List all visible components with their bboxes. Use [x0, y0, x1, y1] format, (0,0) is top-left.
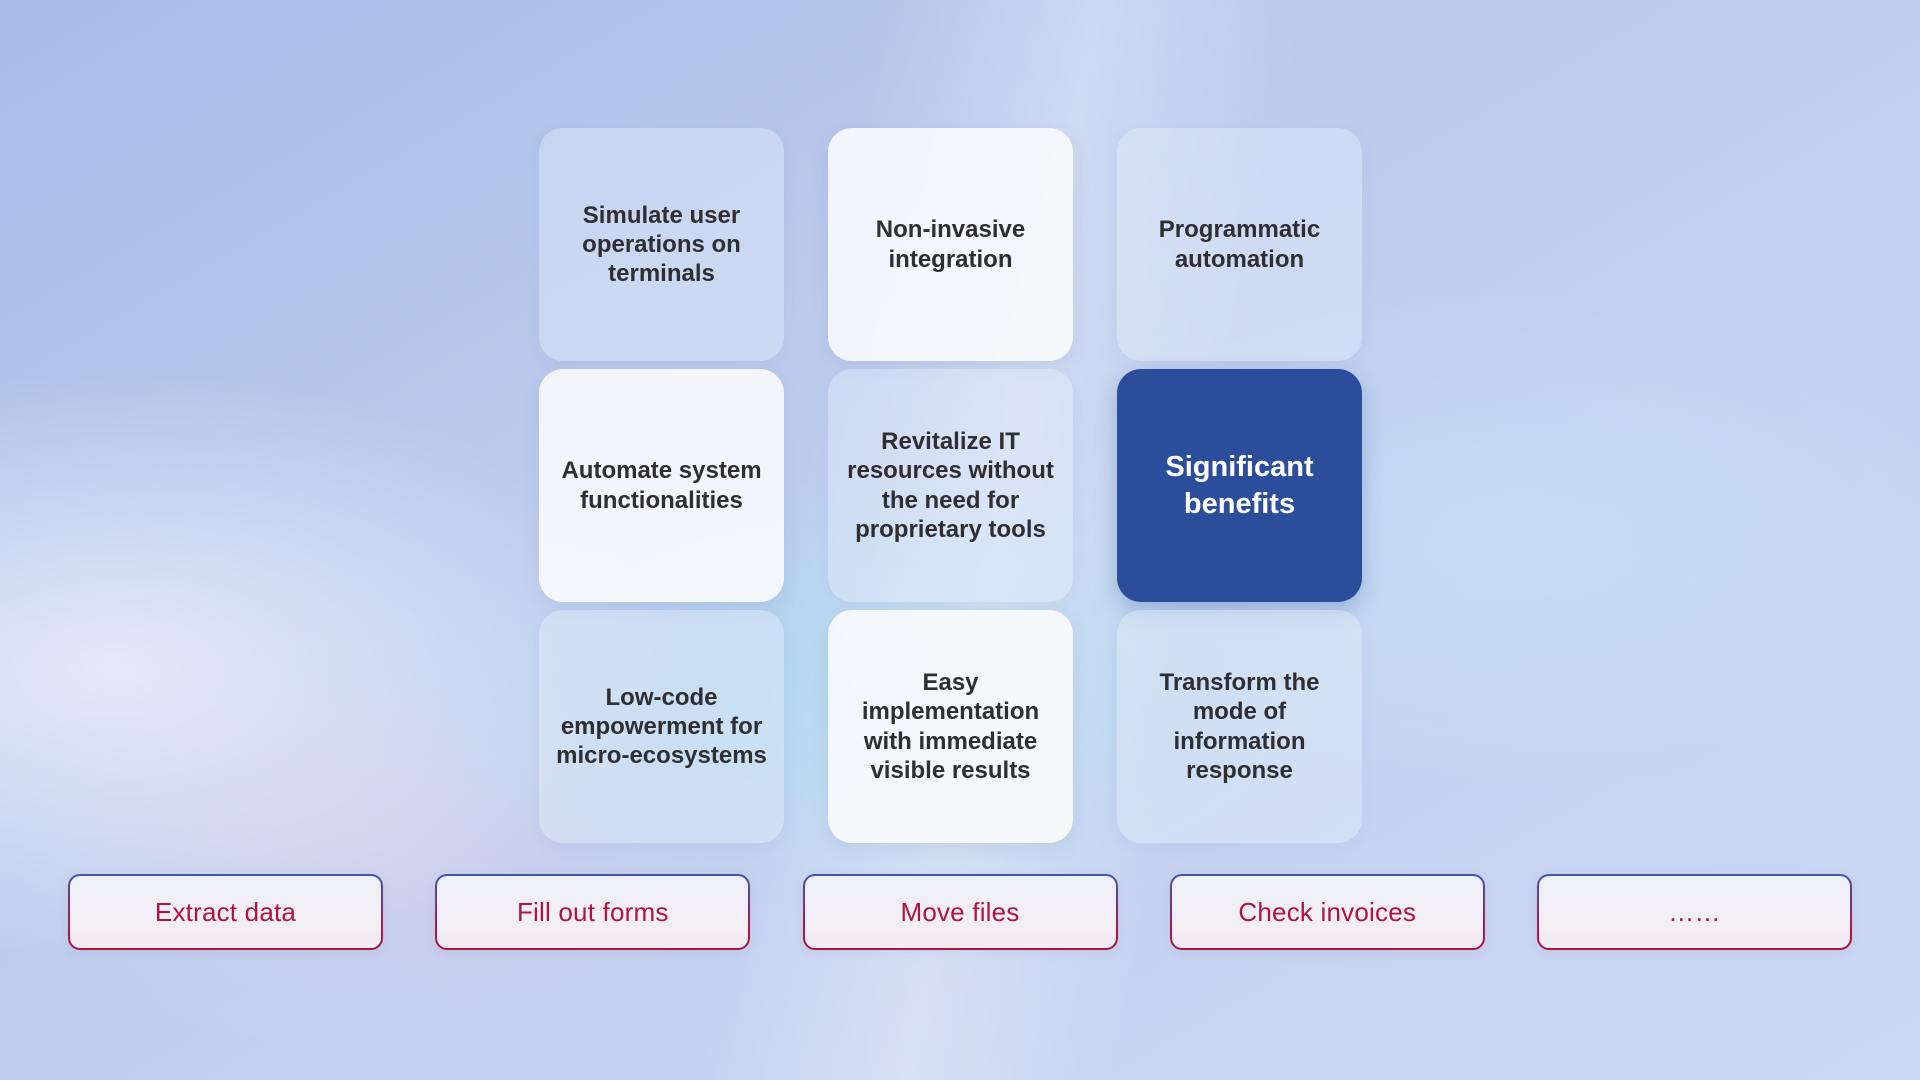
move-files-button[interactable]: Move files [802, 874, 1118, 950]
card-significant-benefits: Significant benefits [1117, 369, 1362, 602]
extract-data-button-label: Extract data [70, 876, 381, 948]
feature-grid: Simulate user operations on terminals No… [539, 128, 1362, 843]
card-automate-system-functionalities: Automate system functionalities [539, 369, 784, 602]
more-use-cases-button-label: …… [1539, 876, 1850, 948]
card-simulate-user-operations: Simulate user operations on terminals [539, 128, 784, 361]
card-label: Programmatic automation [1158, 216, 1321, 273]
fill-out-forms-button[interactable]: Fill out forms [435, 874, 751, 950]
card-label: Transform the mode of information respon… [1159, 668, 1320, 784]
card-non-invasive-integration: Non-invasive integration [828, 128, 1073, 361]
fill-out-forms-button-label: Fill out forms [437, 876, 749, 948]
use-case-button-row: Extract data Fill out forms Move files C… [0, 874, 1920, 950]
move-files-button-label: Move files [804, 876, 1116, 948]
card-programmatic-automation: Programmatic automation [1117, 128, 1362, 361]
card-label: Automate system functionalities [561, 457, 762, 514]
check-invoices-button-label: Check invoices [1171, 876, 1483, 948]
more-use-cases-button[interactable]: …… [1537, 874, 1852, 950]
check-invoices-button[interactable]: Check invoices [1169, 874, 1485, 950]
card-transform-information-response: Transform the mode of information respon… [1117, 610, 1362, 843]
card-label: Simulate user operations on terminals [582, 201, 741, 288]
card-label: Easy implementation with immediate visib… [861, 668, 1040, 784]
card-label: Significant benefits [1165, 451, 1314, 520]
card-label: Low-code empowerment for micro-ecosystem… [556, 683, 767, 770]
card-label: Non-invasive integration [875, 216, 1026, 273]
card-revitalize-it-resources: Revitalize IT resources without the need… [828, 369, 1073, 602]
extract-data-button[interactable]: Extract data [68, 874, 383, 950]
card-easy-implementation: Easy implementation with immediate visib… [828, 610, 1073, 843]
card-low-code-empowerment: Low-code empowerment for micro-ecosystem… [539, 610, 784, 843]
card-label: Revitalize IT resources without the need… [847, 427, 1054, 543]
